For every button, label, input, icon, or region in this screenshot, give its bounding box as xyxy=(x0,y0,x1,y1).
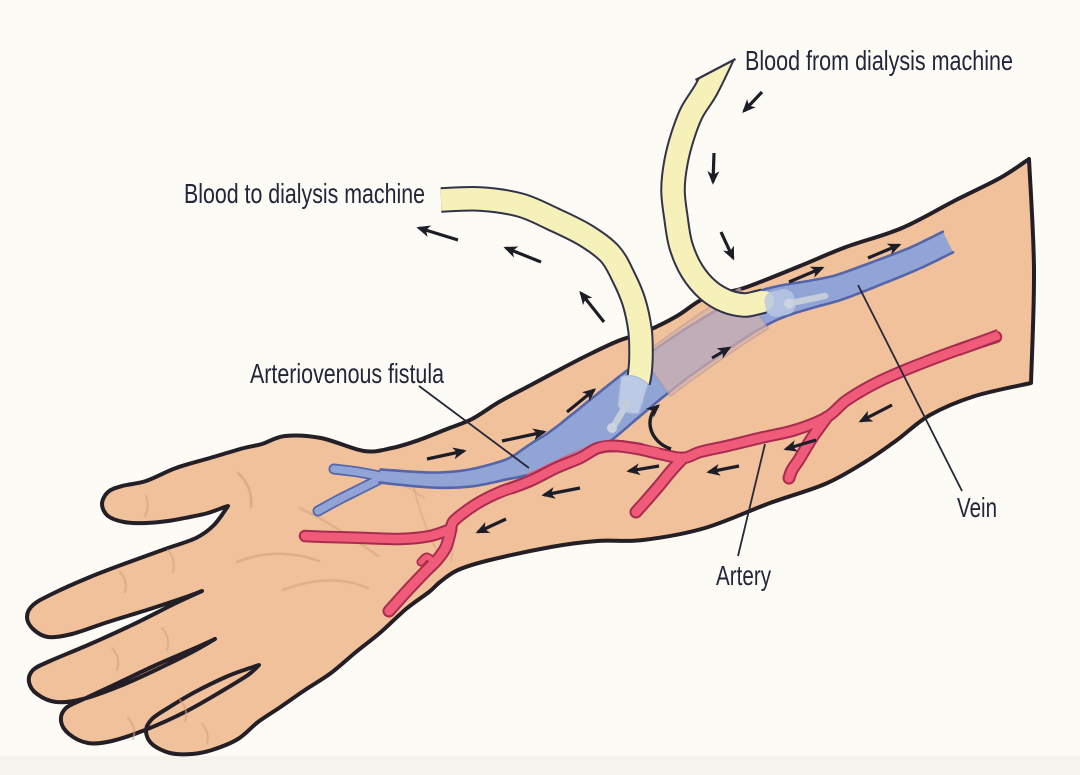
svg-text:Blood from dialysis machine: Blood from dialysis machine xyxy=(745,45,1013,76)
svg-text:Arteriovenous fistula: Arteriovenous fistula xyxy=(250,358,445,389)
svg-text:Blood to dialysis machine: Blood to dialysis machine xyxy=(184,178,425,209)
svg-text:Vein: Vein xyxy=(957,492,997,523)
svg-text:Artery: Artery xyxy=(716,560,771,591)
